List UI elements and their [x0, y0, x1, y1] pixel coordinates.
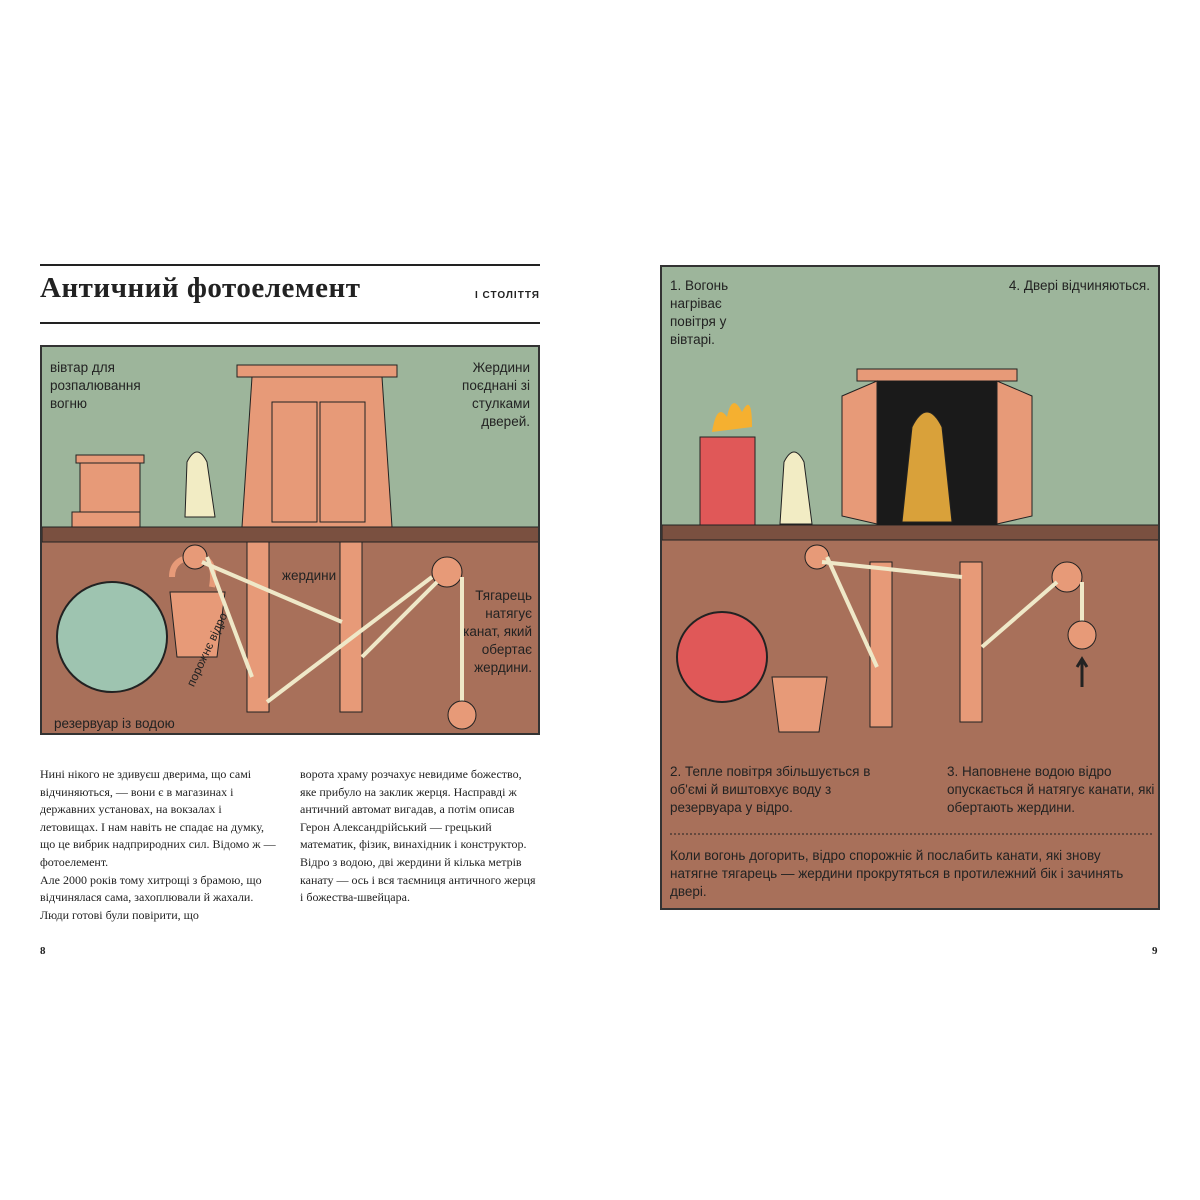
title-rule-bottom: [40, 322, 540, 324]
text-column-2: ворота храму розчахує невидиме божество,…: [300, 766, 540, 907]
label-step-2: 2. Тепле повітря збільшується в об'ємі й…: [670, 764, 871, 815]
page-title: Античний фотоелемент: [40, 272, 361, 304]
century-label: I СТОЛІТТЯ: [475, 290, 540, 301]
label-altar: вівтар для розпалювання вогню: [50, 360, 141, 411]
illustration-left: вівтар для розпалювання вогню Жердини по…: [40, 345, 540, 735]
label-step-3: 3. Наповнене водою відро опускається й н…: [947, 764, 1155, 815]
mechanism-drawing-right: [662, 267, 1158, 835]
label-step-4: 4. Двері відчиняються.: [1008, 278, 1150, 293]
page-number-right: 9: [1152, 945, 1158, 957]
mechanism-drawing-left: [42, 364, 538, 733]
text-column-1: Нині нікого не здивуєш дверима, що самі …: [40, 766, 280, 924]
paragraph: ворота храму розчахує невидиме божество,…: [300, 767, 527, 852]
paragraph: Нині нікого не здивуєш дверима, що самі …: [40, 767, 276, 869]
title-rule-top: [40, 264, 540, 266]
label-step-1: 1. Вогонь нагріває повітря у вівтарі.: [670, 278, 729, 347]
page-number-left: 8: [40, 945, 46, 957]
label-weight: Тягарець натягує канат, який обертає жер…: [463, 588, 532, 675]
paragraph: Але 2000 років тому хитрощі з брамою, що…: [40, 872, 262, 922]
paragraph: Відро з водою, дві жердини й кілька метр…: [300, 854, 536, 905]
label-reservoir: резервуар із водою: [54, 716, 175, 731]
conclusion-text: Коли вогонь догорить, відро спорожніє й …: [670, 848, 1124, 899]
illustration-right: 1. Вогонь нагріває повітря у вівтарі. 4.…: [660, 265, 1160, 910]
label-poles: жердини: [282, 568, 337, 583]
label-poles-linked: Жердини поєднані зі стулками дверей.: [462, 360, 530, 429]
